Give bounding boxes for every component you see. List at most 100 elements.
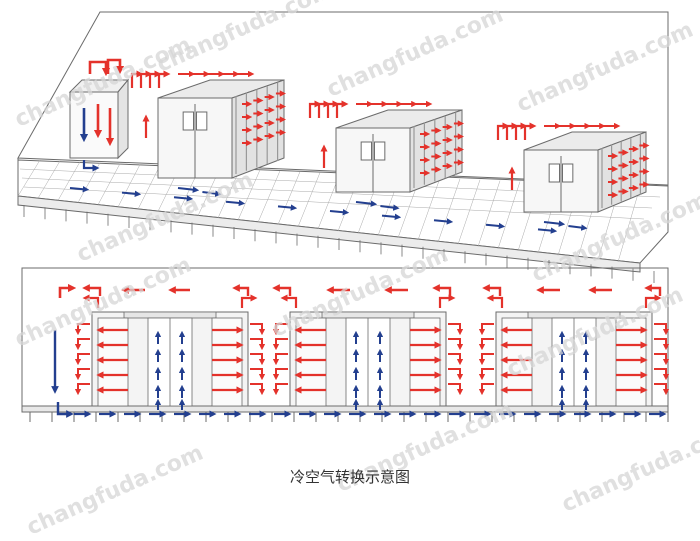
red-airflow-arrow <box>280 294 298 308</box>
red-airflow-arrow <box>157 70 171 88</box>
red-airflow-arrow <box>432 284 452 296</box>
blue-airflow-arrow <box>568 224 588 231</box>
elevation-pod-3-top-frame <box>527 311 621 319</box>
red-airflow-arrow <box>478 383 494 396</box>
red-airflow-arrow <box>654 368 670 381</box>
red-airflow-arrow <box>272 353 288 366</box>
red-airflow-arrow <box>478 353 494 366</box>
red-airflow-arrow <box>88 60 111 77</box>
floor-grid-line <box>17 159 41 197</box>
blue-airflow-arrow <box>355 200 378 207</box>
red-airflow-arrow <box>478 323 494 336</box>
floor-grid-line <box>477 180 501 247</box>
red-airflow-arrow <box>482 284 502 296</box>
floor-grid-line <box>97 163 121 205</box>
pod-door-window <box>182 111 195 131</box>
red-airflow-arrow <box>250 368 266 381</box>
blue-airflow-arrow <box>82 160 100 172</box>
blue-airflow-arrow <box>177 186 200 193</box>
red-airflow-arrow <box>523 122 537 140</box>
rack-left <box>97 317 129 407</box>
red-airflow-arrow <box>232 284 250 296</box>
blue-airflow-arrow <box>381 213 402 220</box>
rack-right <box>615 317 647 407</box>
red-airflow-arrow <box>644 284 662 296</box>
rack-right <box>211 317 243 407</box>
blue-airflow-arrow <box>121 190 142 197</box>
red-airflow-arrow <box>106 58 125 75</box>
red-airflow-arrow <box>272 338 288 351</box>
blue-airflow-arrow <box>225 199 246 207</box>
red-airflow-arrow <box>448 383 464 396</box>
red-airflow-arrow <box>272 284 292 296</box>
blue-airflow-arrow <box>329 209 350 216</box>
blue-airflow-arrow <box>433 218 454 225</box>
floor-grid-line <box>457 179 481 245</box>
red-airflow-arrow <box>272 383 288 396</box>
red-airflow-arrow <box>308 100 322 118</box>
red-airflow-arrow <box>505 122 519 140</box>
red-airflow-arrow <box>448 368 464 381</box>
floor-grid-line <box>117 164 141 208</box>
red-airflow-arrow <box>272 323 288 336</box>
red-airflow-arrow <box>240 294 258 308</box>
crac-unit-side <box>117 78 129 160</box>
rack-right <box>409 317 441 407</box>
pod-door-window <box>373 141 386 161</box>
floor-grid-line <box>237 169 261 221</box>
red-airflow-arrow <box>250 338 266 351</box>
floor-grid-line <box>57 161 81 201</box>
floor-grid-line <box>277 171 301 225</box>
red-airflow-arrow <box>74 338 90 351</box>
red-airflow-arrow <box>130 70 144 88</box>
red-airflow-arrow <box>139 70 153 88</box>
red-airflow-arrow <box>514 122 528 140</box>
red-airflow-arrow <box>58 283 77 298</box>
red-airflow-arrow <box>496 122 510 140</box>
floor-grid-line <box>497 181 521 249</box>
airflow-diagram-svg <box>17 11 670 422</box>
blue-airflow-arrow <box>173 195 194 202</box>
red-airflow-arrow <box>82 294 100 308</box>
blue-airflow-arrow <box>380 204 400 211</box>
red-airflow-arrow <box>448 353 464 366</box>
red-airflow-arrow <box>82 284 102 296</box>
red-airflow-arrow <box>250 383 266 396</box>
blue-airflow-arrow <box>56 402 74 418</box>
diagram-stage <box>17 11 670 422</box>
containment-pod-2-side <box>409 109 463 193</box>
floor-grid-line <box>137 165 161 210</box>
red-airflow-arrow <box>317 100 331 118</box>
floor-grid-line <box>37 160 61 199</box>
red-airflow-arrow <box>654 383 670 396</box>
rack-left <box>295 317 327 407</box>
red-airflow-arrow <box>448 323 464 336</box>
rack-left <box>501 317 533 407</box>
red-airflow-arrow <box>644 294 662 308</box>
elevation-pod-2-top-frame <box>321 311 415 319</box>
red-airflow-arrow <box>478 338 494 351</box>
red-airflow-arrow <box>74 383 90 396</box>
blue-airflow-arrow <box>485 222 506 230</box>
blue-airflow-arrow <box>537 227 558 234</box>
red-airflow-arrow <box>478 368 494 381</box>
blue-airflow-arrow <box>202 190 222 197</box>
blue-airflow-arrow <box>69 186 90 193</box>
red-airflow-arrow <box>335 100 349 118</box>
floor-grid-line <box>257 170 281 223</box>
red-airflow-arrow <box>654 353 670 366</box>
red-airflow-arrow <box>74 368 90 381</box>
red-airflow-arrow <box>272 368 288 381</box>
pod-door-window <box>561 163 574 183</box>
floor-grid-line <box>417 177 441 241</box>
floor-grid-line <box>297 172 321 227</box>
pod-door-window <box>360 141 373 161</box>
red-airflow-arrow <box>654 338 670 351</box>
red-airflow-arrow <box>326 100 340 118</box>
blue-airflow-arrow <box>277 204 298 211</box>
pod-door-window <box>548 163 561 183</box>
red-airflow-arrow <box>74 323 90 336</box>
red-airflow-arrow <box>74 353 90 366</box>
blue-airflow-arrow <box>543 220 566 227</box>
red-airflow-arrow <box>250 353 266 366</box>
